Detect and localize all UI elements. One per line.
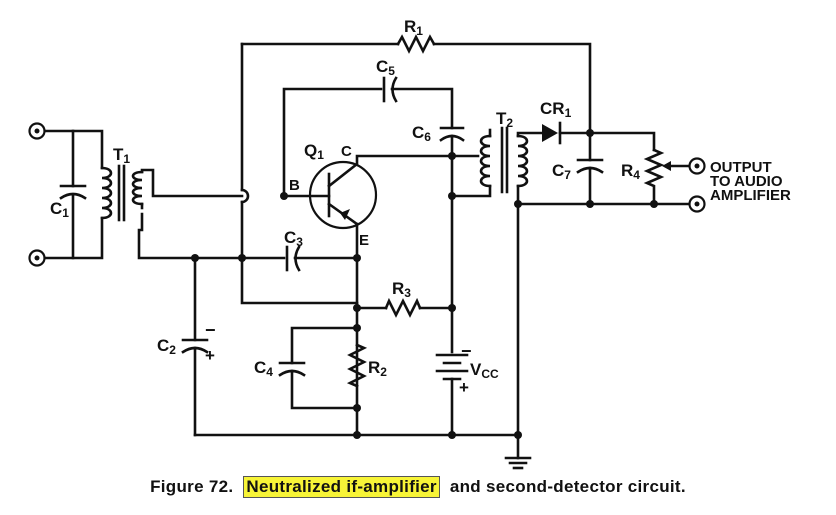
- diode-cr1: [542, 121, 656, 152]
- ground-icon: [504, 456, 532, 470]
- battery-vcc: [435, 194, 469, 437]
- potentiometer-r4: [643, 148, 691, 206]
- label-cr1: CR1: [540, 99, 572, 120]
- output-label-line1: OUTPUT: [710, 159, 772, 176]
- label-base: B: [289, 177, 300, 194]
- input-terminal-bottom: [28, 249, 46, 267]
- capacitor-c1: [59, 184, 87, 200]
- label-q1: Q1: [304, 141, 324, 162]
- output-label-line2: TO AUDIO: [710, 173, 783, 190]
- label-c2: C2: [157, 336, 176, 357]
- label-vcc: VCC: [470, 360, 499, 381]
- c2-minus-sign: −: [205, 320, 216, 340]
- output-terminal-top: [688, 157, 706, 175]
- output-terminal-bottom: [688, 195, 706, 213]
- neutralizing-network: [240, 34, 592, 305]
- label-r1: R1: [404, 17, 423, 38]
- transistor-q1: [282, 154, 454, 437]
- transformer-t2: [450, 126, 544, 437]
- resistor-r2: [346, 343, 368, 388]
- capacitor-c4: [278, 326, 359, 410]
- input-wiring: [43, 129, 104, 260]
- circuit-schematic: R1 C5 C6 T2 CR1 C7 R4 T1 C1 Q1 C3 R3 C2 …: [28, 17, 791, 470]
- label-c4: C4: [254, 358, 273, 379]
- junction-dots: [191, 129, 658, 439]
- caption-figure-number: Figure 72.: [150, 477, 234, 496]
- battery-plus-sign: +: [459, 378, 469, 397]
- label-emitter: E: [359, 232, 369, 249]
- label-c1: C1: [50, 199, 69, 220]
- label-collector: C: [341, 143, 352, 160]
- capacitor-c2: [181, 256, 209, 437]
- figure-caption: Figure 72. Neutralized if-amplifier and se…: [0, 476, 836, 498]
- output-label-line3: AMPLIFIER: [710, 187, 791, 204]
- caption-highlighted-text: Neutralized if-amplifier: [243, 476, 440, 498]
- label-r4: R4: [621, 161, 640, 182]
- label-r2: R2: [368, 358, 387, 379]
- battery-minus-sign: −: [461, 341, 472, 361]
- label-t2: T2: [496, 109, 513, 130]
- capacitor-c3: [193, 245, 359, 272]
- input-terminal-top: [28, 122, 46, 140]
- resistor-r3: [355, 297, 454, 318]
- capacitor-c6: [439, 126, 465, 198]
- label-c3: C3: [284, 228, 303, 249]
- label-c7: C7: [552, 161, 571, 182]
- capacitor-c7: [576, 131, 604, 206]
- label-t1: T1: [113, 145, 130, 166]
- label-c6: C6: [412, 123, 431, 144]
- transformer-t1: [100, 164, 244, 260]
- c2-plus-sign: +: [205, 346, 215, 365]
- label-c5: C5: [376, 57, 395, 78]
- caption-rest-text: and second-detector circuit.: [449, 477, 686, 496]
- label-r3: R3: [392, 279, 411, 300]
